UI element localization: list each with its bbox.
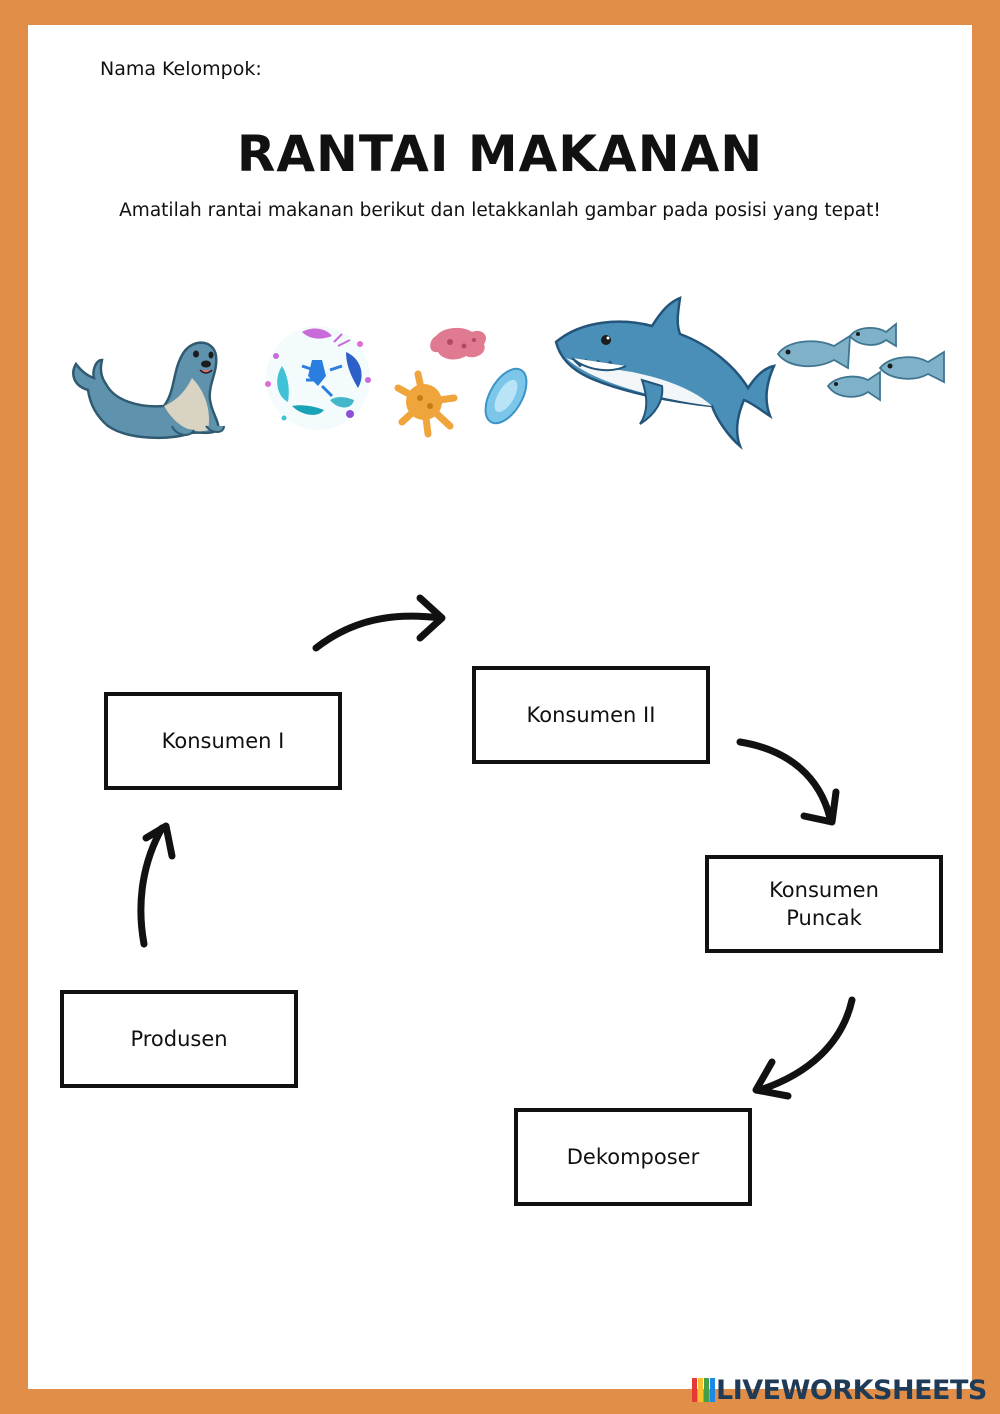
plankton-icon[interactable] (262, 322, 374, 434)
fish-school-icon[interactable] (772, 320, 952, 406)
seal-icon[interactable] (68, 330, 228, 445)
instruction-text: Amatilah rantai makanan berikut dan leta… (119, 200, 881, 221)
box-konsumen-2[interactable]: Konsumen II (472, 666, 710, 764)
box-konsumen-1[interactable]: Konsumen I (104, 692, 342, 790)
box-konsumen-puncak[interactable]: Konsumen Puncak (705, 855, 943, 953)
live-logo-icon (692, 1378, 715, 1402)
page-title: RANTAI MAKANAN (236, 125, 764, 183)
box-dekomposer[interactable]: Dekomposer (514, 1108, 752, 1206)
group-name-label: Nama Kelompok: (100, 58, 262, 80)
box-produsen[interactable]: Produsen (60, 990, 298, 1088)
bacteria-icon[interactable] (388, 318, 538, 444)
liveworksheets-logo: LIVEWORKSHEETS (692, 1374, 987, 1406)
shark-icon[interactable] (552, 296, 777, 458)
brand-name: LIVEWORKSHEETS (716, 1374, 987, 1406)
